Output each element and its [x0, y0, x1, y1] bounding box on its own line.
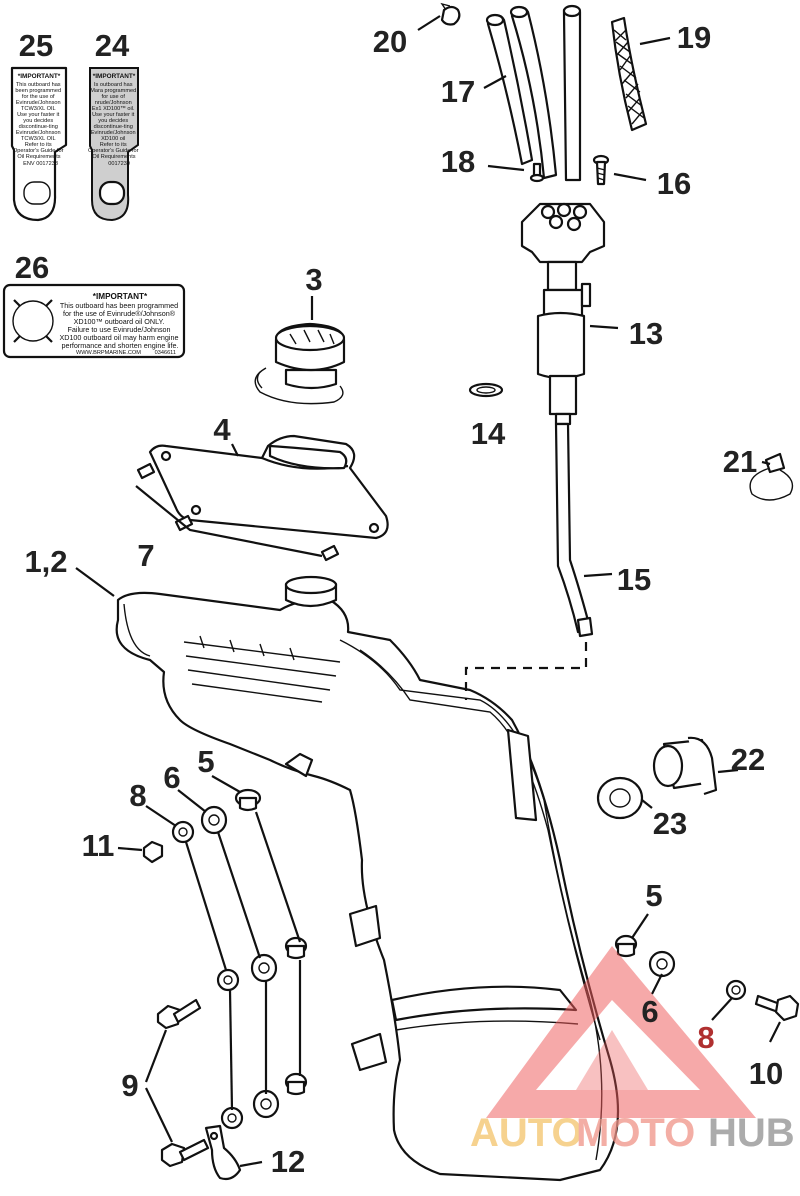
- stud-5-lower: [284, 936, 308, 1096]
- decal-25-body: This outboard has been programmed for th…: [13, 82, 65, 160]
- grommet-6-right: [648, 950, 676, 978]
- screw-18: [529, 162, 545, 183]
- grommet-23: [596, 776, 644, 820]
- nut-11: [142, 840, 164, 864]
- callout-22: 22: [731, 742, 765, 777]
- callout-16: 16: [657, 166, 691, 201]
- callout-18: 18: [441, 144, 475, 179]
- grommet-22: [652, 736, 718, 796]
- clamp-12: [204, 1124, 242, 1181]
- watermark-word-hub: HUB: [708, 1111, 795, 1155]
- washer-14: [468, 382, 504, 398]
- decal-25-title: *IMPORTANT*: [18, 73, 61, 80]
- callout-1-2: 1,2: [24, 544, 67, 579]
- callout-15: 15: [617, 562, 651, 597]
- stud-5-left: [234, 788, 262, 812]
- watermark-word-moto: MOTO: [576, 1111, 695, 1155]
- callout-12: 12: [271, 1144, 305, 1179]
- callout-11: 11: [82, 828, 115, 863]
- callout-5-right: 5: [645, 878, 662, 913]
- hose-clamp-20: [440, 2, 461, 26]
- callout-9: 9: [121, 1068, 138, 1103]
- decal-25-code: ENV 0017238: [23, 161, 58, 167]
- decal-26: *IMPORTANT* This outboard has been progr…: [2, 283, 186, 359]
- callout-23: 23: [653, 806, 687, 841]
- callout-8-left: 8: [129, 778, 146, 813]
- callout-13: 13: [629, 316, 663, 351]
- decal-24-body: Is outboard has Mara programmed for use …: [88, 82, 140, 160]
- bolt-9-upper: [156, 998, 202, 1030]
- callout-21: 21: [723, 444, 757, 479]
- bolt-9-lower: [160, 1138, 210, 1168]
- callout-6-left: 6: [163, 760, 180, 795]
- watermark-word-auto: AUTO: [470, 1111, 583, 1155]
- oil-pickup-13: [520, 202, 606, 426]
- washer-8-lower: [216, 968, 244, 1130]
- callout-10: 10: [749, 1056, 783, 1091]
- callout-25: 25: [19, 28, 53, 63]
- washer-8-right: [725, 979, 747, 1001]
- decal-26-footer: WWW.BRPMARINE.COM: [76, 350, 141, 356]
- grommet-6-left: [200, 805, 228, 835]
- decal-26-title: *IMPORTANT*: [93, 292, 148, 301]
- watermark-logo: AUTO MOTO HUB: [470, 946, 795, 1155]
- callout-20: 20: [373, 24, 407, 59]
- decal-26-code: 0346611: [155, 350, 176, 356]
- filler-cap-3: [254, 322, 346, 405]
- callout-19: 19: [677, 20, 711, 55]
- callout-3: 3: [305, 262, 322, 297]
- callout-8-right: 8: [697, 1020, 714, 1055]
- decal-24-code: 0017239: [108, 161, 130, 167]
- callout-6-right: 6: [641, 994, 658, 1029]
- left-leader-lines: [144, 811, 302, 1143]
- callout-7: 7: [137, 538, 154, 573]
- screws-7: [135, 462, 340, 562]
- washer-8-left: [171, 820, 195, 844]
- oil-tank-1-2: [115, 575, 620, 1182]
- bolt-10: [754, 994, 800, 1022]
- hose-clip-21: [749, 452, 794, 501]
- callout-5-left: 5: [197, 744, 214, 779]
- watermark-triangle-icon: [486, 946, 756, 1118]
- callout-14: 14: [471, 416, 506, 451]
- decal-26-body: This outboard has been programmed for th…: [59, 301, 180, 350]
- callout-labels: 25 24 26 20 19 17 18 16 3 13 14 4 21 7 1…: [15, 20, 783, 1179]
- screw-16: [592, 154, 610, 186]
- callout-17: 17: [441, 74, 475, 109]
- grommet-6-lower: [250, 953, 280, 1119]
- braided-sleeve-19: [610, 16, 648, 132]
- pickup-tube-15: [554, 422, 594, 638]
- decal-24-title: *IMPORTANT*: [93, 73, 136, 80]
- connector-dashed-line: [464, 642, 588, 700]
- callout-4: 4: [213, 412, 231, 447]
- stud-5-right: [614, 934, 638, 958]
- decal-24: *IMPORTANT* Is outboard has Mara program…: [88, 67, 140, 222]
- hoses-17: [485, 4, 582, 182]
- bracket-4: [148, 434, 389, 540]
- callout-leaders: [75, 15, 781, 1168]
- callout-24: 24: [95, 28, 130, 63]
- callout-26: 26: [15, 250, 49, 285]
- decal-25: *IMPORTANT* This outboard has been progr…: [10, 66, 68, 222]
